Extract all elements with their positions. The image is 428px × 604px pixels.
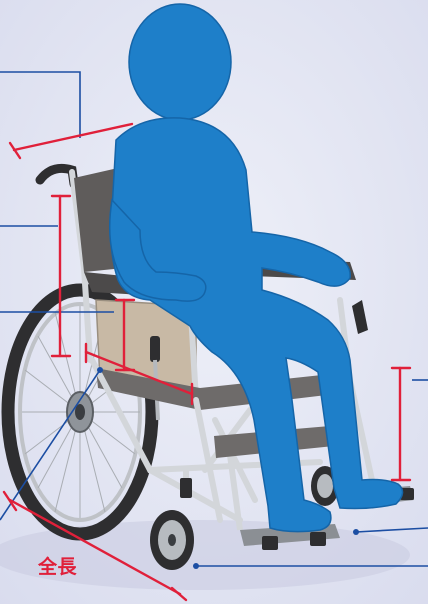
leader-dot-ground	[193, 563, 199, 569]
figure-head	[129, 4, 231, 120]
overall-length-label: 全長	[38, 552, 77, 579]
brake-lever	[150, 336, 160, 362]
leader-dot-footrest	[353, 529, 359, 535]
leader-dot-seat	[97, 367, 103, 373]
